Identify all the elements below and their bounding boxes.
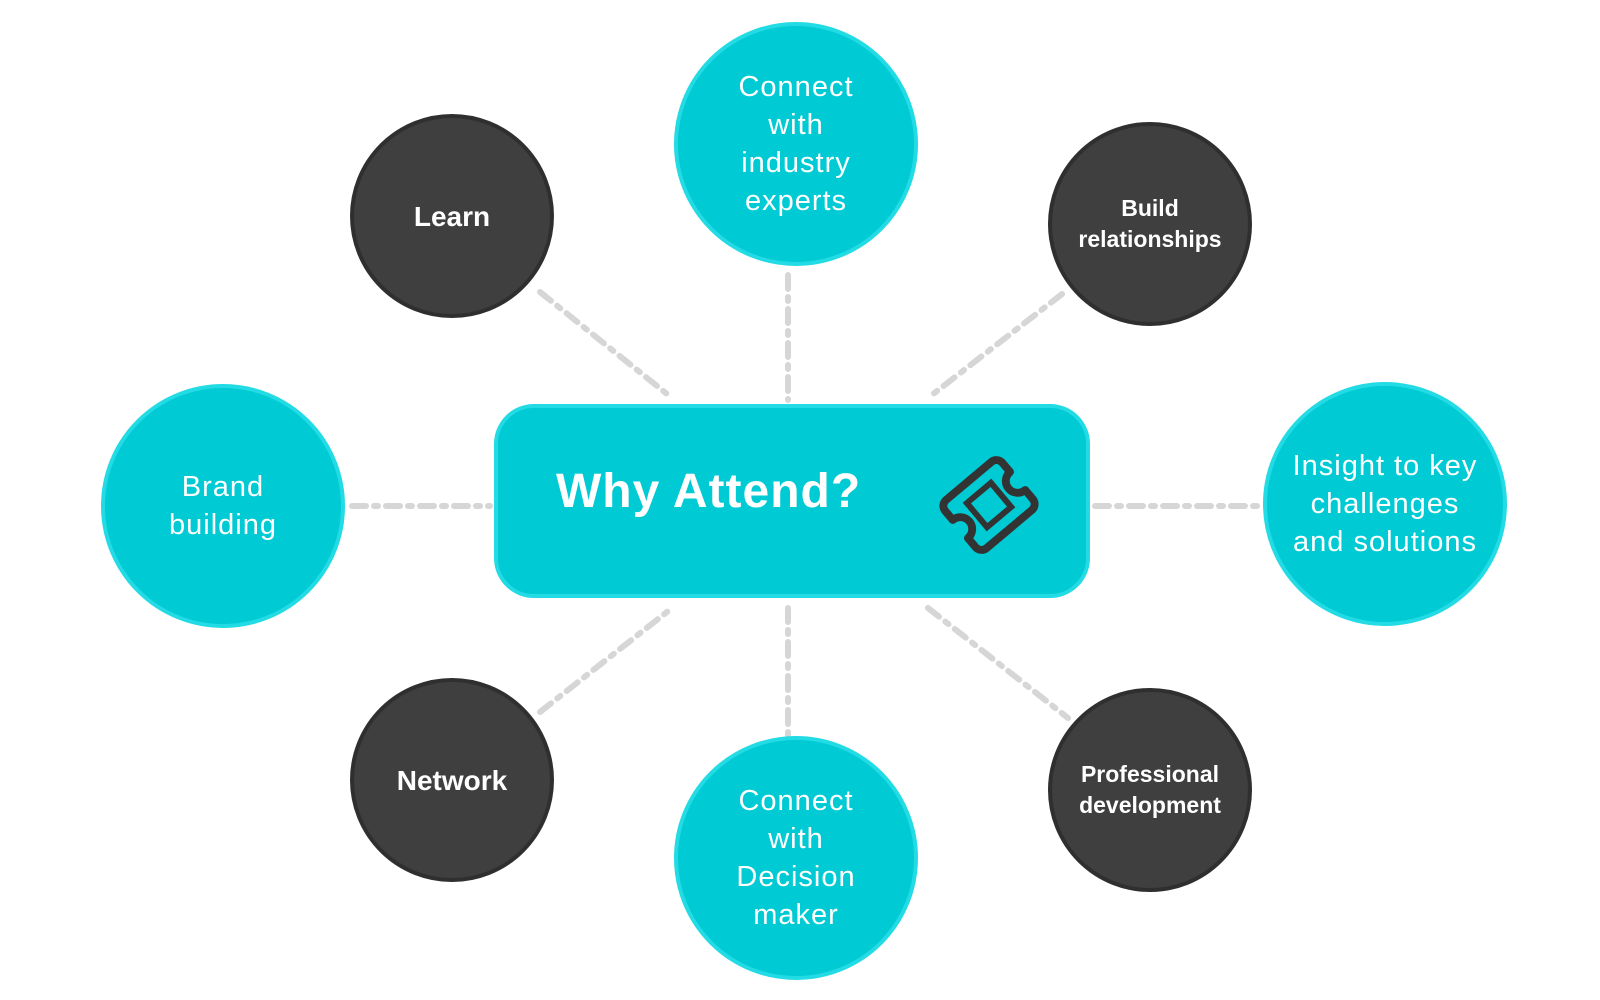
node-label: Brand building <box>169 471 277 541</box>
connector-build-relationships <box>925 291 1065 401</box>
node-brand-building: Brand building <box>101 384 345 628</box>
connector-network <box>537 605 675 715</box>
node-label: Insight to key challenges and solutions <box>1292 450 1478 558</box>
node-label: Network <box>396 764 508 796</box>
node-connect-experts: Connect with industry experts <box>674 22 918 266</box>
why-attend-hub: Why Attend? <box>494 404 1090 598</box>
node-label: Professional development <box>1079 761 1221 818</box>
node-insight: Insight to key challenges and solutions <box>1263 382 1507 626</box>
node-connect-decision-maker: Connect with Decision maker <box>674 736 918 980</box>
connector-professional-development <box>925 605 1071 721</box>
ticket-icon <box>939 456 1039 554</box>
node-build-relationships: Build relationships <box>1048 122 1252 326</box>
node-label: Connect with Decision maker <box>736 785 856 931</box>
node-label: Connect with industry experts <box>738 71 854 217</box>
connector-learn <box>537 289 675 401</box>
node-learn: Learn <box>350 114 554 318</box>
hub-title: Why Attend? <box>556 465 862 518</box>
node-label: Learn <box>413 200 491 232</box>
node-professional-development: Professional development <box>1048 688 1252 892</box>
node-label: Build relationships <box>1078 195 1222 252</box>
node-network: Network <box>350 678 554 882</box>
